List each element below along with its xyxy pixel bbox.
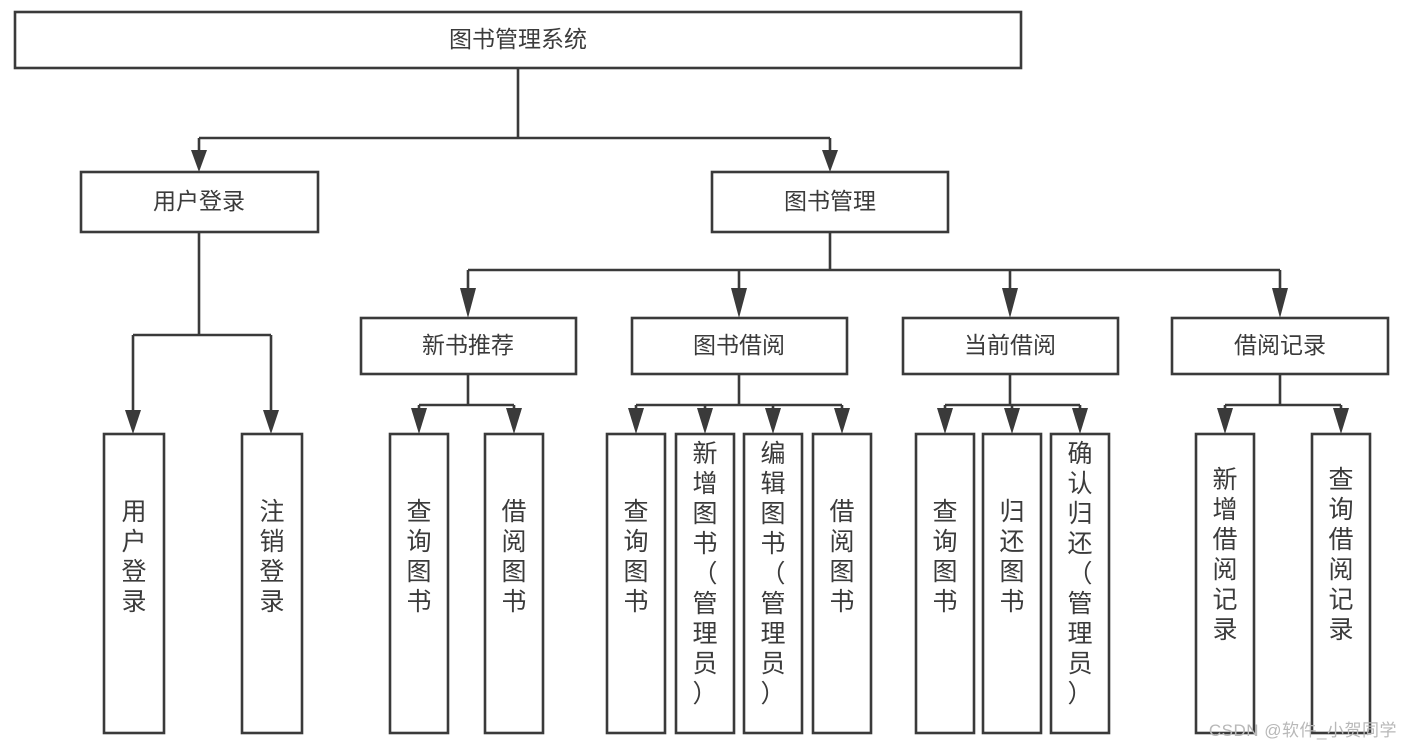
leaf-return-book-box[interactable] xyxy=(981,432,1043,735)
arrowhead-leaf-query-record xyxy=(1333,408,1349,434)
arrowhead-leaf-confirm-return xyxy=(1072,408,1088,434)
arrowhead-leaf-query-book-2 xyxy=(628,408,644,434)
node-current-borrow[interactable]: 当前借阅 xyxy=(901,316,1120,376)
node-book-manage-label: 图书管理 xyxy=(784,188,876,214)
node-borrow-record-box[interactable] xyxy=(1170,316,1390,376)
leaf-query-book-3[interactable]: 查询图书 xyxy=(914,432,976,735)
arrowhead-leaf-logout-login xyxy=(263,410,279,434)
leaf-edit-book[interactable]: 编辑图书（管理员） xyxy=(742,432,804,735)
node-book-manage[interactable]: 图书管理 xyxy=(710,170,950,234)
node-current-borrow-label: 当前借阅 xyxy=(964,332,1056,358)
leaf-user-login-label: 用户登录 xyxy=(121,498,146,616)
arrowhead-leaf-edit-book xyxy=(765,408,781,434)
leaf-confirm-return-label: 确认归还（管理员） xyxy=(1067,440,1092,708)
node-book-manage-box[interactable] xyxy=(710,170,950,234)
leaf-query-book-2-label: 查询图书 xyxy=(623,498,648,616)
arrowhead-leaf-borrow-book-2 xyxy=(834,408,850,434)
node-borrow-record[interactable]: 借阅记录 xyxy=(1170,316,1390,376)
leaf-edit-book-label: 编辑图书（管理员） xyxy=(760,440,785,708)
node-book-borrow[interactable]: 图书借阅 xyxy=(630,316,849,376)
leaf-return-book-label: 归还图书 xyxy=(999,498,1024,616)
leaf-logout-login-label: 注销登录 xyxy=(259,498,284,616)
node-user-login-box[interactable] xyxy=(79,170,320,234)
node-new-book-recommend-box[interactable] xyxy=(359,316,578,376)
node-user-login[interactable]: 用户登录 xyxy=(79,170,320,234)
arrowhead-new-book-recommend xyxy=(460,288,476,318)
node-new-book-recommend-label: 新书推荐 xyxy=(422,332,514,358)
leaf-logout-login-box[interactable] xyxy=(240,432,304,735)
leaf-query-record-box[interactable] xyxy=(1310,432,1372,735)
leaf-confirm-return-box[interactable] xyxy=(1049,432,1111,735)
watermark-csdn: CSDN @软件_小贺同学 xyxy=(1208,721,1397,740)
arrowhead-leaf-add-record xyxy=(1217,408,1233,434)
leaf-borrow-book-2-label: 借阅图书 xyxy=(829,498,854,616)
leaf-borrow-book-2[interactable]: 借阅图书 xyxy=(811,432,873,735)
leaf-add-record[interactable]: 新增借阅记录 xyxy=(1194,432,1256,735)
leaf-query-record[interactable]: 查询借阅记录 xyxy=(1310,432,1372,735)
leaf-query-book-1[interactable]: 查询图书 xyxy=(388,432,450,735)
leaf-user-login-box[interactable] xyxy=(102,432,166,735)
node-current-borrow-box[interactable] xyxy=(901,316,1120,376)
leaf-query-book-2-box[interactable] xyxy=(605,432,667,735)
leaf-query-record-label: 查询借阅记录 xyxy=(1328,466,1353,644)
node-user-login-label: 用户登录 xyxy=(153,188,245,214)
leaf-confirm-return[interactable]: 确认归还（管理员） xyxy=(1049,432,1111,735)
arrowhead-leaf-add-book xyxy=(697,408,713,434)
leaf-borrow-book-1-box[interactable] xyxy=(483,432,545,735)
leaf-logout-login[interactable]: 注销登录 xyxy=(240,432,304,735)
node-borrow-record-label: 借阅记录 xyxy=(1234,332,1326,358)
leaf-add-book-label: 新增图书（管理员） xyxy=(692,440,717,708)
leaf-query-book-1-label: 查询图书 xyxy=(406,498,431,616)
arrowhead-current-borrow xyxy=(1002,288,1018,318)
leaf-add-book-box[interactable] xyxy=(674,432,736,735)
connectors-layer xyxy=(125,68,1349,434)
leaf-return-book[interactable]: 归还图书 xyxy=(981,432,1043,735)
arrowhead-leaf-query-book-1 xyxy=(411,408,427,434)
node-root[interactable]: 图书管理系统 xyxy=(13,10,1023,70)
arrowhead-leaf-borrow-book-1 xyxy=(506,408,522,434)
leaf-borrow-book-2-box[interactable] xyxy=(811,432,873,735)
leaf-add-record-label: 新增借阅记录 xyxy=(1212,466,1237,644)
leaf-add-record-box[interactable] xyxy=(1194,432,1256,735)
arrowhead-book-borrow xyxy=(731,288,747,318)
node-root-label: 图书管理系统 xyxy=(449,26,587,52)
leaf-add-book[interactable]: 新增图书（管理员） xyxy=(674,432,736,735)
leaf-borrow-book-1[interactable]: 借阅图书 xyxy=(483,432,545,735)
leaf-query-book-3-label: 查询图书 xyxy=(932,498,957,616)
leaf-query-book-3-box[interactable] xyxy=(914,432,976,735)
arrowhead-user-login xyxy=(191,150,207,172)
node-new-book-recommend[interactable]: 新书推荐 xyxy=(359,316,578,376)
arrowhead-book-manage xyxy=(822,150,838,172)
node-root-box[interactable] xyxy=(13,10,1023,70)
arrowhead-borrow-record xyxy=(1272,288,1288,318)
node-book-borrow-box[interactable] xyxy=(630,316,849,376)
leaf-user-login[interactable]: 用户登录 xyxy=(102,432,166,735)
leaf-query-book-2[interactable]: 查询图书 xyxy=(605,432,667,735)
leaf-query-book-1-box[interactable] xyxy=(388,432,450,735)
leaf-borrow-book-1-label: 借阅图书 xyxy=(501,498,526,616)
node-book-borrow-label: 图书借阅 xyxy=(693,332,785,358)
arrowhead-leaf-user-login xyxy=(125,410,141,434)
arrowhead-leaf-return-book xyxy=(1004,408,1020,434)
leaf-edit-book-box[interactable] xyxy=(742,432,804,735)
arrowhead-leaf-query-book-3 xyxy=(937,408,953,434)
